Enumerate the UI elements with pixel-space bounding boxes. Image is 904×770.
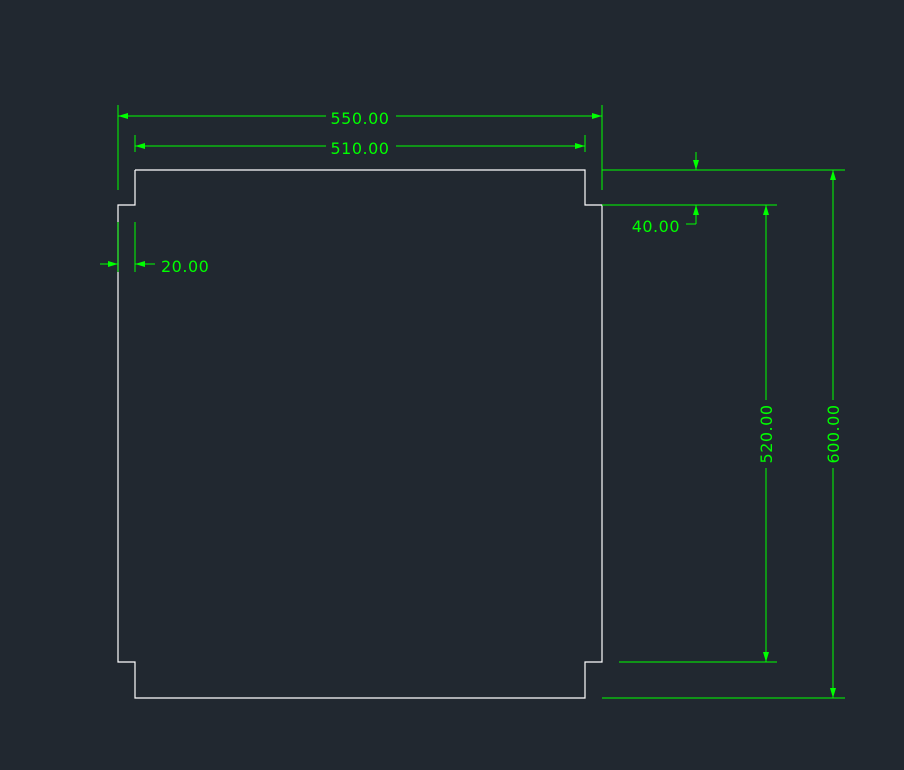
overall-height-dimension[interactable] <box>602 170 845 699</box>
notch-depth-label: 40.00 <box>632 217 680 236</box>
overall-width-dimension[interactable] <box>117 105 603 190</box>
inner-height-dimension[interactable] <box>619 205 777 663</box>
overall-width-label: 550.00 <box>331 109 390 128</box>
notch-width-dimension[interactable] <box>100 222 155 272</box>
inner-width-label: 510.00 <box>331 139 390 158</box>
overall-height-label: 600.00 <box>824 405 843 464</box>
inner-height-label: 520.00 <box>757 405 776 464</box>
inner-width-dimension[interactable] <box>134 135 586 152</box>
notch-depth-dimension[interactable] <box>602 152 845 225</box>
part-outline[interactable] <box>117 169 603 699</box>
notch-width-label: 20.00 <box>161 257 209 276</box>
